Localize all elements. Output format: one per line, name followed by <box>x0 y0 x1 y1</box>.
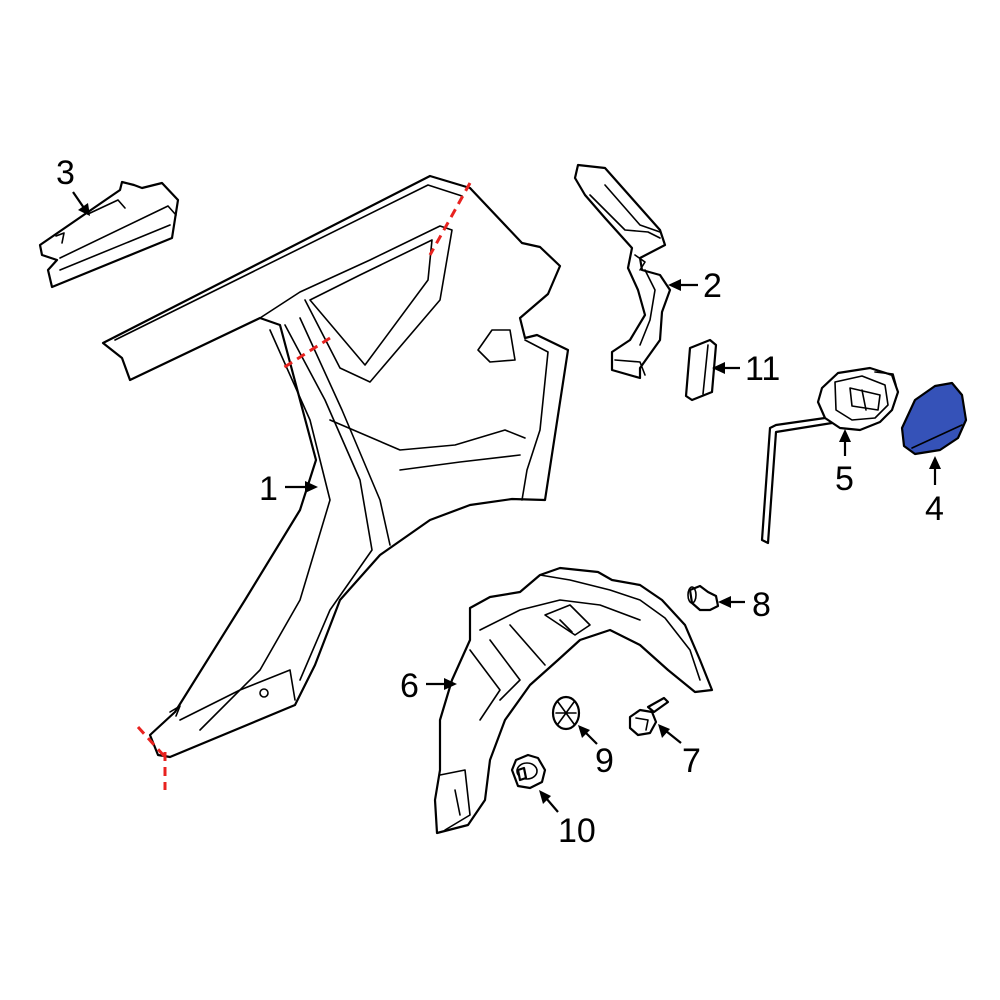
callout-5: 5 <box>835 429 854 498</box>
part-6-wheel-liner[interactable] <box>433 566 714 835</box>
fuel-door-shape <box>900 381 968 456</box>
callout-label-7: 7 <box>682 742 701 780</box>
callout-label-11: 11 <box>745 350 780 388</box>
callout-label-9: 9 <box>595 742 614 780</box>
callout-11: 11 <box>712 350 780 388</box>
part-4-fuel-door[interactable] <box>900 381 968 456</box>
part-3-reinforcement[interactable] <box>38 180 180 289</box>
cut-line-upper <box>428 182 472 256</box>
callout-2: 2 <box>668 267 722 305</box>
callout-3: 3 <box>56 154 90 216</box>
cut-lines <box>136 182 472 790</box>
callout-label-1: 1 <box>259 470 278 508</box>
callout-label-4: 4 <box>925 490 944 528</box>
callout-10: 10 <box>539 790 596 850</box>
part-8-clip[interactable] <box>687 584 720 612</box>
part-5-filler-housing[interactable] <box>760 366 900 545</box>
cut-line-lower-horizontal <box>136 725 167 759</box>
part-10-grommet[interactable] <box>510 753 547 790</box>
callout-6: 6 <box>400 667 457 705</box>
callout-label-8: 8 <box>752 586 771 624</box>
callout-7: 7 <box>658 724 701 780</box>
part-9-nut[interactable] <box>551 695 581 731</box>
part-2-bracket[interactable] <box>573 163 672 380</box>
callout-1: 1 <box>259 470 318 508</box>
callout-9: 9 <box>578 725 614 780</box>
callout-8: 8 <box>718 586 771 624</box>
callout-label-5: 5 <box>835 460 854 498</box>
callout-label-6: 6 <box>400 667 419 705</box>
part-7-bolt[interactable] <box>628 696 670 737</box>
part-11-pad[interactable] <box>684 338 718 402</box>
part-1-quarter-panel[interactable] <box>101 174 570 759</box>
callout-label-3: 3 <box>56 154 75 192</box>
callout-label-2: 2 <box>703 267 722 305</box>
cut-line-pillar <box>282 336 331 370</box>
callout-label-10: 10 <box>558 812 596 850</box>
callout-4: 4 <box>925 456 944 528</box>
